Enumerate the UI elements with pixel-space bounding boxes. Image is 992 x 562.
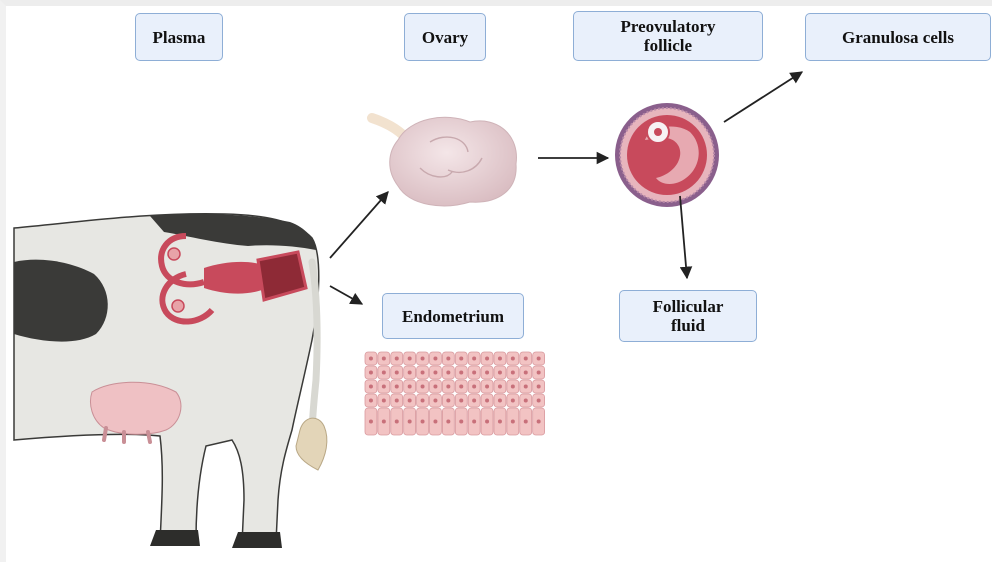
cell-nucleus [421, 399, 425, 403]
cell-nucleus [459, 399, 463, 403]
cell-nucleus [511, 357, 515, 361]
cell-nucleus [433, 385, 437, 389]
cell-nucleus [498, 357, 502, 361]
follicular-fluid-label: Follicular fluid [619, 290, 757, 342]
cell-nucleus [511, 385, 515, 389]
cell-nucleus [498, 371, 502, 375]
cell-nucleus [485, 420, 489, 424]
cow-hoof [150, 530, 200, 546]
cow-hoof [232, 532, 282, 548]
cell-nucleus [472, 357, 476, 361]
cell-nucleus [485, 371, 489, 375]
cell-nucleus [395, 371, 399, 375]
cell-nucleus [446, 399, 450, 403]
cell-nucleus [446, 385, 450, 389]
granulosa-cells-label: Granulosa cells [805, 13, 991, 61]
plasma-label: Plasma [135, 13, 223, 61]
cell-nucleus [446, 420, 450, 424]
cell-nucleus [382, 399, 386, 403]
cell-nucleus [472, 371, 476, 375]
endometrium-cells [365, 352, 545, 435]
cell-nucleus [485, 385, 489, 389]
cell-nucleus [498, 420, 502, 424]
cell-nucleus [472, 420, 476, 424]
cell-nucleus [369, 357, 373, 361]
cow-udder [91, 382, 181, 434]
endometrium-label: Endometrium [382, 293, 524, 339]
cell-nucleus [524, 399, 528, 403]
cell-nucleus [524, 420, 528, 424]
cell-nucleus [408, 357, 412, 361]
cell-nucleus [408, 371, 412, 375]
cell-nucleus [459, 385, 463, 389]
cell-nucleus [485, 399, 489, 403]
cell-nucleus [459, 371, 463, 375]
arrow-to-granulosa [724, 72, 802, 122]
cell-nucleus [498, 399, 502, 403]
cell-nucleus [395, 399, 399, 403]
cell-nucleus [433, 399, 437, 403]
cell-nucleus [537, 371, 541, 375]
cell-nucleus [421, 385, 425, 389]
cell-nucleus [433, 357, 437, 361]
cell-nucleus [395, 357, 399, 361]
cell-nucleus [369, 371, 373, 375]
cell-nucleus [369, 385, 373, 389]
cow-tail [312, 262, 317, 436]
cell-nucleus [537, 399, 541, 403]
cell-nucleus [524, 357, 528, 361]
cell-nucleus [421, 420, 425, 424]
ovary-illustration [372, 117, 516, 206]
cell-nucleus [524, 371, 528, 375]
cell-nucleus [382, 357, 386, 361]
ovary-label: Ovary [404, 13, 486, 61]
cell-nucleus [446, 357, 450, 361]
arrow-to-follicular-fluid [680, 196, 687, 278]
cell-nucleus [421, 371, 425, 375]
cell-nucleus [382, 420, 386, 424]
cell-nucleus [459, 357, 463, 361]
cell-nucleus [485, 357, 489, 361]
cell-nucleus [537, 420, 541, 424]
cell-nucleus [408, 399, 412, 403]
cell-nucleus [421, 357, 425, 361]
cell-nucleus [446, 371, 450, 375]
cell-nucleus [433, 371, 437, 375]
cell-nucleus [524, 385, 528, 389]
cell-nucleus [382, 385, 386, 389]
cow-tail-tuft [296, 418, 327, 470]
cell-nucleus [433, 420, 437, 424]
cell-nucleus [369, 399, 373, 403]
cell-nucleus [369, 420, 373, 424]
cell-nucleus [511, 371, 515, 375]
cell-nucleus [408, 385, 412, 389]
cell-nucleus [395, 385, 399, 389]
cell-nucleus [459, 420, 463, 424]
cell-nucleus [537, 357, 541, 361]
follicle-illustration [615, 103, 719, 207]
cell-nucleus [511, 420, 515, 424]
cell-nucleus [395, 420, 399, 424]
cell-nucleus [511, 399, 515, 403]
cell-nucleus [408, 420, 412, 424]
cow-illustration [14, 214, 327, 548]
cell-nucleus [472, 399, 476, 403]
cell-nucleus [382, 371, 386, 375]
cell-nucleus [472, 385, 476, 389]
cell-nucleus [498, 385, 502, 389]
arrow-to-endometrium [330, 286, 362, 304]
preovulatory-follicle-label: Preovulatory follicle [573, 11, 763, 61]
arrow-to-ovary [330, 192, 388, 258]
cell-nucleus [537, 385, 541, 389]
